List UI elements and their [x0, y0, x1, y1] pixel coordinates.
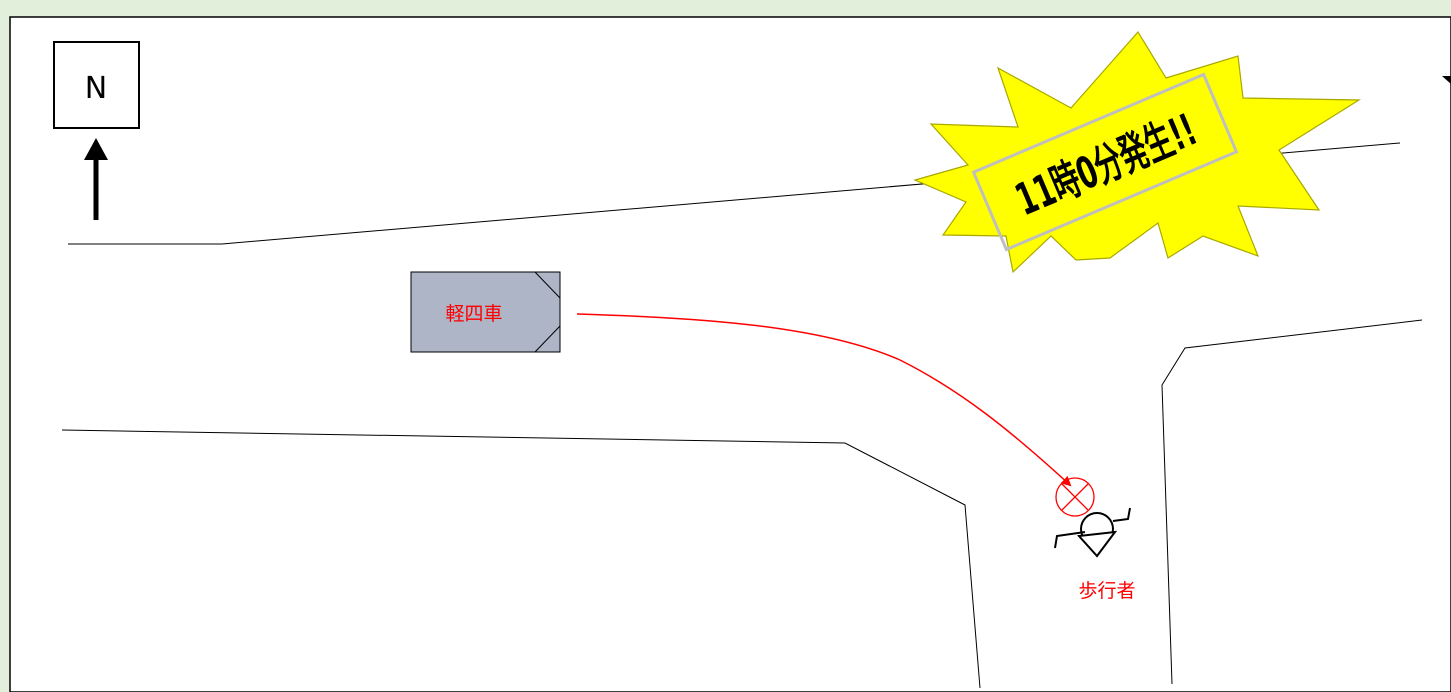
partial-shape-edge — [1442, 76, 1451, 84]
vehicle: 軽四車 — [410, 271, 561, 353]
collision-point-icon — [1055, 477, 1095, 517]
pedestrian-label: 歩行者 — [1078, 580, 1135, 602]
road-south-east-edge — [1161, 319, 1423, 685]
burst-label-frame — [971, 72, 1239, 252]
compass: N — [53, 41, 140, 220]
road-south-west-edge — [61, 429, 981, 689]
burst-shape — [913, 30, 1362, 274]
car-front-line-lower — [534, 325, 561, 353]
compass-box — [53, 41, 140, 129]
north-arrow-icon — [84, 138, 108, 220]
car-front-line-upper — [534, 271, 561, 299]
vehicle-label: 軽四車 — [445, 303, 502, 325]
pedestrian-icon — [1054, 507, 1131, 558]
vehicle-trajectory — [576, 313, 1072, 487]
explosion-burst-icon: 11時0分発生!! — [913, 30, 1362, 274]
compass-letter: N — [85, 71, 107, 106]
car-icon — [410, 271, 561, 353]
